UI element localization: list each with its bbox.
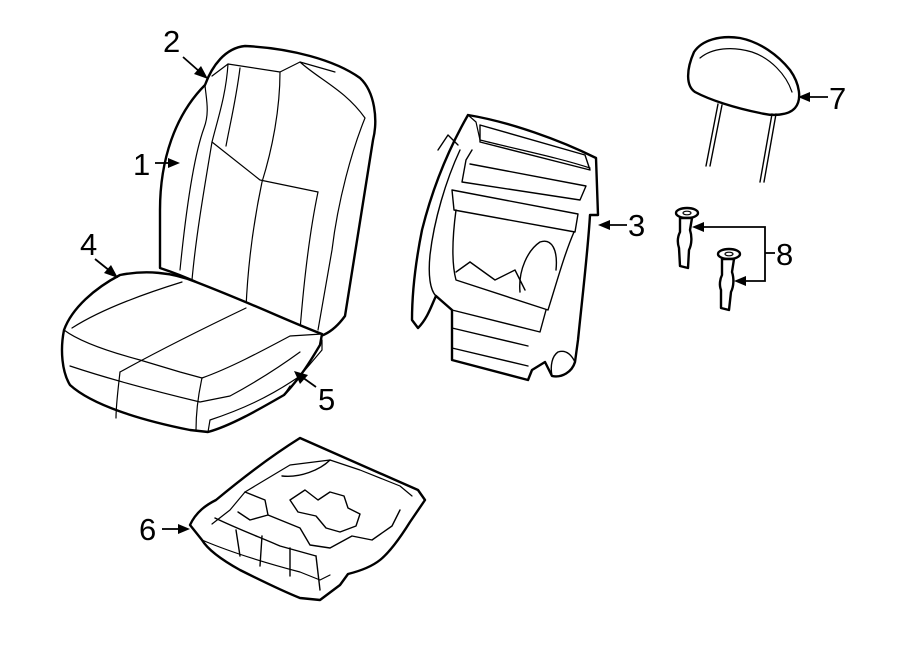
- callout-2: 2: [163, 24, 180, 59]
- seat-back-frame[interactable]: [410, 113, 600, 382]
- callout-leaders: [94, 56, 828, 534]
- seat-back[interactable]: [158, 44, 377, 340]
- callout-1: 1: [133, 147, 150, 182]
- seat-cushion[interactable]: [60, 271, 324, 434]
- cushion-frame[interactable]: [188, 436, 427, 602]
- headrest[interactable]: [686, 36, 801, 183]
- callout-5: 5: [318, 382, 335, 417]
- callout-6: 6: [139, 512, 156, 547]
- callout-3: 3: [628, 208, 645, 243]
- callout-7: 7: [829, 81, 846, 116]
- callout-8: 8: [776, 237, 793, 272]
- headrest-guides[interactable]: [674, 206, 742, 312]
- callout-4: 4: [80, 227, 97, 262]
- callout-labels: 1 2 3 4 5 6 7 8: [80, 24, 846, 547]
